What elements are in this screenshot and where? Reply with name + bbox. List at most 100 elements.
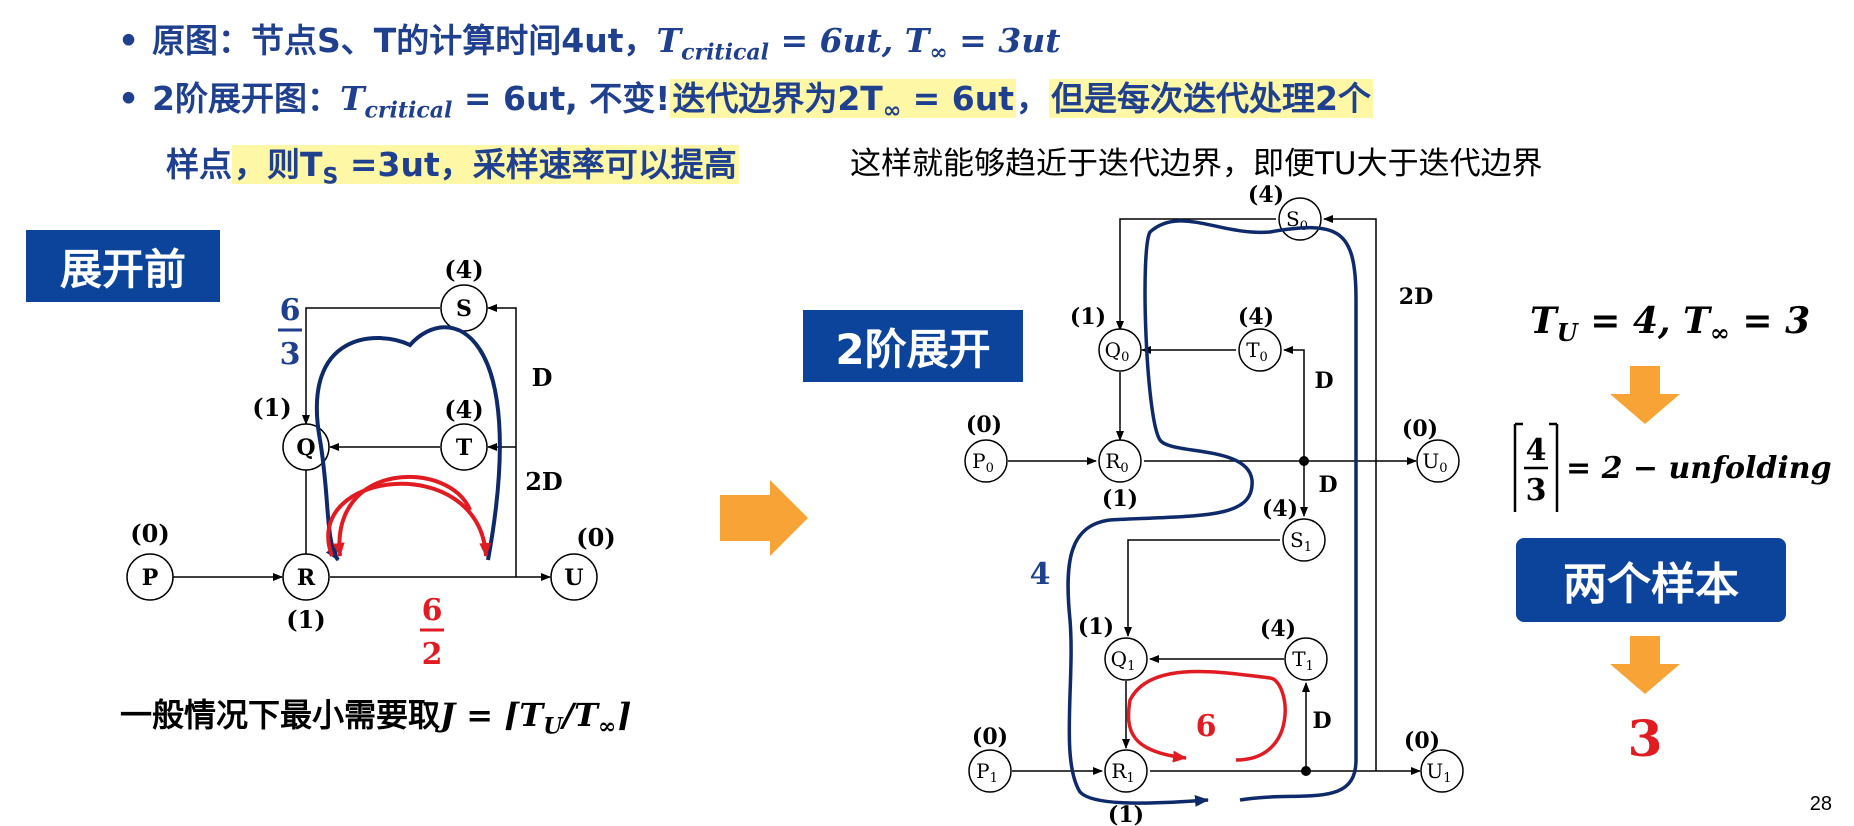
right-blue-loop bbox=[1066, 219, 1358, 807]
bullet-2-text: 2阶展开图： bbox=[152, 79, 340, 118]
p0-sub: 0 bbox=[986, 461, 994, 476]
node-p1 bbox=[968, 749, 1012, 793]
weight-u1: (0) bbox=[1404, 728, 1440, 754]
orange-arrow-icon bbox=[720, 480, 808, 556]
label-r1: R1 bbox=[1111, 759, 1134, 786]
node-u0 bbox=[1416, 439, 1460, 483]
node-t1 bbox=[1284, 637, 1328, 681]
weight-p1: (0) bbox=[972, 724, 1008, 750]
u1-sub: 1 bbox=[1443, 771, 1451, 786]
weight-r0: (1) bbox=[1102, 486, 1138, 512]
delay-2d: 2D bbox=[525, 467, 563, 496]
p1-main: P bbox=[976, 759, 989, 783]
node-r bbox=[282, 553, 330, 601]
weight-q: (1) bbox=[252, 393, 291, 422]
left-weights: (4) (4) (1) (1) (0) (0) D 2D bbox=[130, 255, 615, 634]
edge-d-t0 bbox=[1283, 346, 1305, 461]
delay-2d-right: 2D bbox=[1399, 284, 1433, 310]
formula-prefix: 一般情况下最小需要取 bbox=[120, 696, 441, 734]
left-red-loop-left bbox=[332, 474, 472, 557]
label-p0: P0 bbox=[972, 449, 994, 476]
label-q0: Q0 bbox=[1105, 338, 1130, 365]
label-s1: S1 bbox=[1290, 528, 1312, 555]
right-nodes bbox=[964, 197, 1464, 793]
bullet-2-unchanged: = 6ut, 不变! bbox=[452, 79, 671, 118]
label-p: P bbox=[142, 565, 159, 591]
left-red-fraction: 6 2 bbox=[420, 593, 444, 672]
r0-main: R bbox=[1105, 449, 1121, 473]
weight-r: (1) bbox=[286, 605, 325, 634]
right-graph-edges bbox=[1008, 215, 1421, 775]
edge-s1-q1 bbox=[1124, 539, 1280, 637]
r0-sub: 0 bbox=[1120, 461, 1128, 476]
page-number: 28 bbox=[1809, 793, 1832, 815]
r1-sub: 1 bbox=[1126, 771, 1134, 786]
label-q: Q bbox=[296, 435, 315, 461]
label-r: R bbox=[297, 565, 316, 591]
p0-main: P bbox=[972, 449, 985, 473]
formula-sub-inf: ∞ bbox=[597, 713, 617, 740]
s1-sub: 1 bbox=[1304, 540, 1312, 555]
left-blue-fraction: 6 3 bbox=[278, 293, 302, 372]
tinf-sub: ∞ bbox=[1709, 318, 1730, 348]
label-u: U bbox=[564, 565, 583, 591]
highlight-iteration-bound: 迭代边界为2T∞ = 6ut bbox=[670, 79, 1017, 124]
tu-tinf-values: TU = 4, T∞ = 3 bbox=[1530, 300, 1810, 347]
hl1-text: 迭代边界为2T bbox=[672, 79, 883, 118]
math-sub-critical: critical bbox=[681, 39, 769, 66]
s0-main: S bbox=[1286, 207, 1300, 231]
delay-d-b: D bbox=[1318, 472, 1337, 498]
left-node-labels: S T Q R P U bbox=[142, 296, 584, 591]
formula-div: /T bbox=[562, 696, 598, 734]
q0-main: Q bbox=[1105, 338, 1121, 362]
weight-s0: (4) bbox=[1248, 182, 1284, 208]
weight-u: (0) bbox=[576, 523, 615, 552]
tu-eq: = 4, T bbox=[1577, 300, 1710, 342]
bullet-2: •2阶展开图：Tcritical = 6ut, 不变!迭代边界为2T∞ = 6u… bbox=[118, 72, 1373, 124]
node-q0 bbox=[1098, 328, 1142, 372]
bullet-1-text: 原图：节点S、T的计算时间4ut， bbox=[152, 21, 657, 60]
right-junctions bbox=[1299, 456, 1311, 776]
orange-down-arrow-1-icon bbox=[1610, 366, 1680, 424]
bullet-2-math: Tcritical bbox=[340, 79, 452, 124]
u1-main: U bbox=[1426, 759, 1443, 783]
weight-q1: (1) bbox=[1078, 614, 1114, 640]
q0-sub: 0 bbox=[1121, 350, 1129, 365]
blue-frac-num: 6 bbox=[280, 293, 301, 328]
formula-j: J = ⌈T bbox=[440, 696, 544, 734]
left-nodes bbox=[126, 284, 598, 601]
q1-main: Q bbox=[1111, 647, 1127, 671]
red-frac-den: 2 bbox=[422, 637, 443, 672]
right-node-labels: S0 T0 Q0 P0 R0 U0 S1 T1 Q1 P1 R1 U1 bbox=[972, 207, 1451, 786]
ceil-num: 4 bbox=[1526, 433, 1547, 468]
q1-sub: 1 bbox=[1127, 659, 1135, 674]
line2-rest: =3ut，采样速率可以提高 bbox=[338, 145, 737, 184]
weight-s1: (4) bbox=[1262, 496, 1298, 522]
tinf-eq: = 3 bbox=[1729, 300, 1811, 342]
weight-p: (0) bbox=[130, 519, 169, 548]
weight-q0: (1) bbox=[1070, 304, 1106, 330]
weight-t0: (4) bbox=[1238, 304, 1274, 330]
blue-frac-den: 3 bbox=[280, 337, 301, 372]
line2-ts: ，则T bbox=[234, 145, 323, 184]
right-red-loop-label: 6 bbox=[1196, 709, 1217, 744]
t0-main: T bbox=[1246, 338, 1260, 362]
node-u bbox=[550, 553, 598, 601]
node-p bbox=[126, 553, 174, 601]
junction-top bbox=[1299, 456, 1309, 466]
weight-s: (4) bbox=[444, 255, 483, 284]
math-sub-critical: critical bbox=[364, 97, 453, 124]
delay-d-c: D bbox=[1312, 708, 1331, 734]
edge-s-q bbox=[302, 307, 440, 425]
right-blue-loop-label: 4 bbox=[1030, 557, 1051, 592]
weight-t1: (4) bbox=[1260, 616, 1296, 642]
note-top: 这样就能够趋近于迭代边界，即便TU大于迭代边界 bbox=[850, 146, 1543, 182]
node-t0 bbox=[1238, 328, 1282, 372]
junction-bottom bbox=[1301, 766, 1311, 776]
edge-2d-s0 bbox=[1323, 215, 1377, 771]
orange-down-arrow-2-icon bbox=[1610, 636, 1680, 694]
result-three: 3 bbox=[1628, 709, 1663, 768]
u0-main: U bbox=[1422, 449, 1439, 473]
p1-sub: 1 bbox=[990, 771, 998, 786]
bullet-1-math: Tcritical = 6ut, T∞ = 3ut bbox=[657, 21, 1061, 66]
